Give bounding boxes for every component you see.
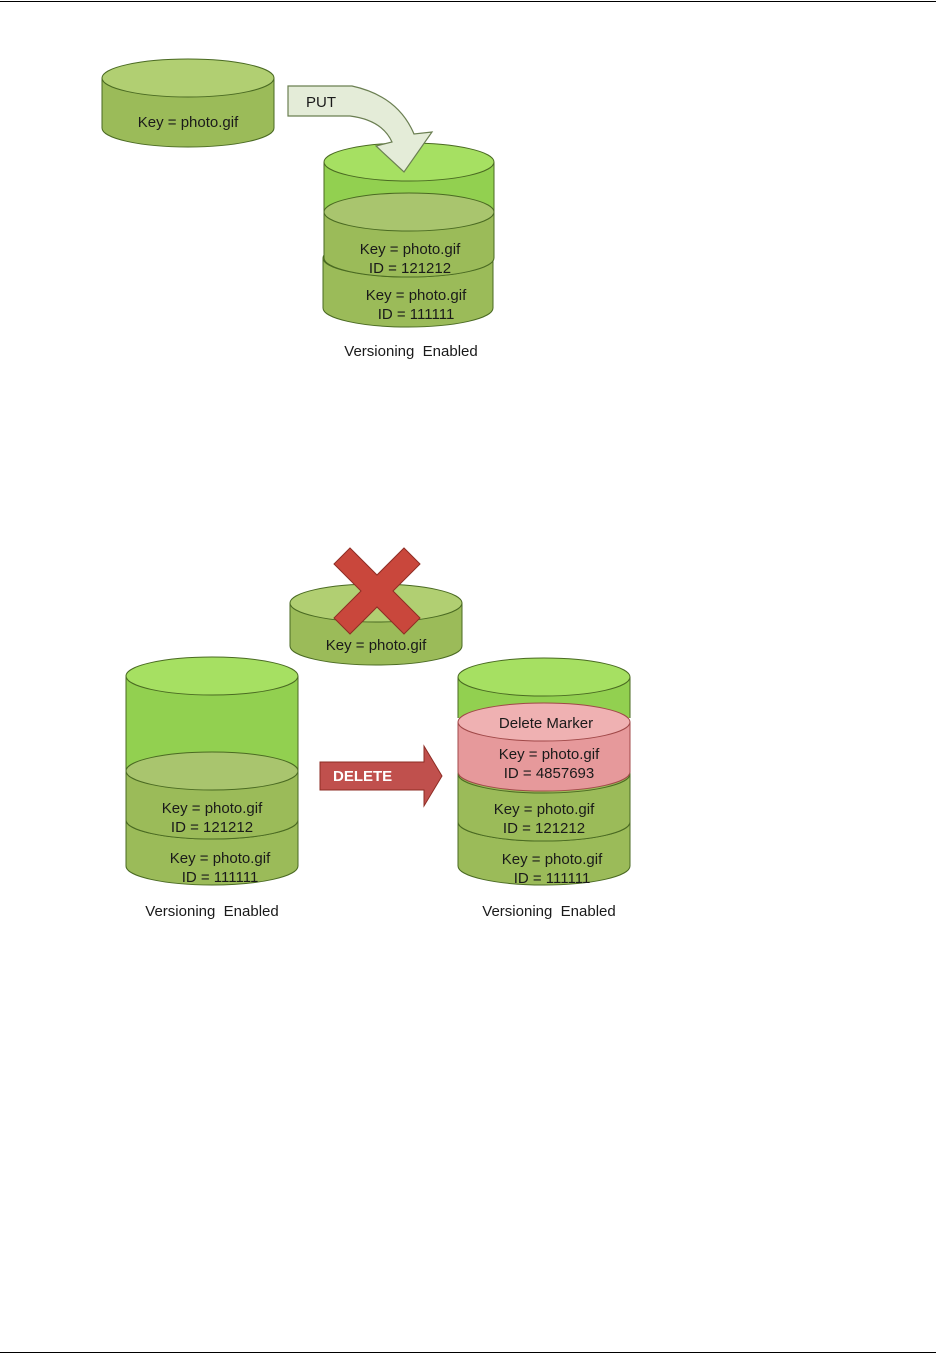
delete-diagram: Key = photo.gif Key = photo.gif ID = 121… [126,548,630,920]
after-bucket: Delete Marker Key = photo.gif ID = 48576… [458,658,630,920]
before-version-key-1: Key = photo.gif [162,800,263,817]
put-version-id-2: ID = 111111 [378,306,455,323]
put-version-key-2: Key = photo.gif [366,287,467,304]
incoming-object-label: Key = photo.gif [138,114,239,131]
delete-arrow-label: DELETE [333,768,392,785]
before-bucket-caption: Versioning Enabled [145,903,278,920]
before-bucket: Key = photo.gif ID = 121212 Key = photo.… [126,657,298,920]
before-version-id-2: ID = 111111 [182,869,259,886]
delete-marker-title: Delete Marker [499,715,593,732]
after-bucket-caption: Versioning Enabled [482,903,615,920]
put-bucket-caption: Versioning Enabled [344,343,477,360]
before-version-key-2: Key = photo.gif [170,850,271,867]
after-version-key-1: Key = photo.gif [494,801,595,818]
after-version-id-1: ID = 121212 [503,820,585,837]
delete-marker-key: Key = photo.gif [499,746,600,763]
put-version-key-1: Key = photo.gif [360,241,461,258]
put-diagram: Key = photo.gif Key = photo.gif ID = 121… [102,59,494,360]
after-version-key-2: Key = photo.gif [502,851,603,868]
put-version-id-1: ID = 121212 [369,260,451,277]
after-version-id-2: ID = 111111 [514,870,591,887]
deleted-object-label: Key = photo.gif [326,637,427,654]
delete-arrow: DELETE [320,746,442,806]
put-bucket: Key = photo.gif ID = 121212 Key = photo.… [323,143,494,360]
incoming-object-disc: Key = photo.gif [102,59,274,147]
before-version-id-1: ID = 121212 [171,819,253,836]
put-arrow-label: PUT [306,94,336,111]
delete-marker-id: ID = 4857693 [504,765,595,782]
deleted-object-disc: Key = photo.gif [290,548,462,665]
